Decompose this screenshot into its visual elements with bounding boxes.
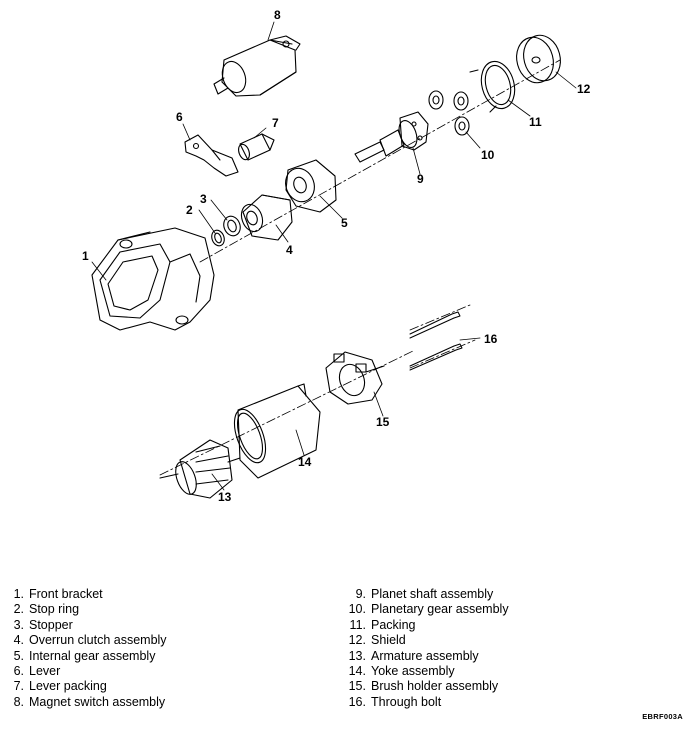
planetary-gears-part (428, 90, 470, 136)
callout-6: 6 (176, 110, 183, 124)
legend-item: 12.Shield (348, 633, 406, 648)
callout-numbers: 1 2 3 4 5 6 7 8 9 10 11 12 13 14 15 16 (82, 8, 591, 504)
parts-legend-left: 1.Front bracket 2.Stop ring 3.Stopper 4.… (4, 587, 167, 710)
callout-7: 7 (272, 116, 279, 130)
overrun-clutch-part (240, 194, 293, 241)
legend-item: 8.Magnet switch assembly (13, 694, 166, 709)
assembly-axis-lines (159, 59, 561, 476)
legend-item: 3.Stopper (13, 617, 73, 632)
exploded-view-diagram: 1 2 3 4 5 6 7 8 9 10 11 12 13 14 15 16 (82, 8, 591, 504)
legend-item: 9.Planet shaft assembly (355, 587, 494, 601)
legend-item: 7.Lever packing (13, 679, 107, 694)
leader-lines (91, 21, 577, 491)
callout-2: 2 (186, 203, 193, 217)
legend-item: 14.Yoke assembly (348, 664, 455, 679)
legend-item: 15.Brush holder assembly (348, 679, 499, 694)
lever-part (184, 134, 239, 177)
callout-9: 9 (417, 172, 424, 186)
internal-gear-part (285, 159, 337, 213)
callout-13: 13 (218, 490, 232, 504)
callout-16: 16 (484, 332, 498, 346)
front-bracket-part (91, 227, 215, 331)
figure-code: EBRF003A (642, 712, 683, 721)
legend-item: 2.Stop ring (13, 602, 80, 617)
callout-15: 15 (376, 415, 390, 429)
legend-item: 11.Packing (349, 617, 416, 632)
callout-3: 3 (200, 192, 207, 206)
legend-item: 10.Planetary gear assembly (348, 602, 509, 617)
callout-8: 8 (274, 8, 281, 22)
shield-part (516, 34, 561, 84)
magnet-switch-part (213, 35, 301, 97)
planet-shaft-part (354, 111, 429, 163)
parts-legend-right: 9.Planet shaft assembly 10.Planetary gea… (346, 587, 509, 710)
armature-part (159, 439, 241, 499)
legend-item: 13.Armature assembly (348, 648, 479, 663)
callout-11: 11 (529, 115, 542, 129)
callout-12: 12 (577, 82, 591, 96)
brush-holder-part (325, 351, 385, 405)
callout-10: 10 (481, 148, 495, 162)
legend-item: 5.Internal gear assembly (13, 648, 156, 663)
legend-item: 4.Overrun clutch assembly (13, 633, 167, 648)
callout-14: 14 (298, 455, 312, 469)
legend-item: 1.Front bracket (13, 587, 103, 601)
callout-5: 5 (341, 216, 348, 230)
stop-ring-part (211, 229, 225, 247)
packing-part (469, 60, 516, 113)
lever-packing-part (238, 133, 275, 161)
callout-1: 1 (82, 249, 89, 263)
yoke-part (233, 383, 321, 479)
legend-item: 6.Lever (13, 664, 61, 679)
stopper-part (223, 215, 241, 237)
callout-4: 4 (286, 243, 293, 257)
through-bolts-part (409, 311, 463, 371)
legend-item: 16.Through bolt (348, 694, 442, 709)
